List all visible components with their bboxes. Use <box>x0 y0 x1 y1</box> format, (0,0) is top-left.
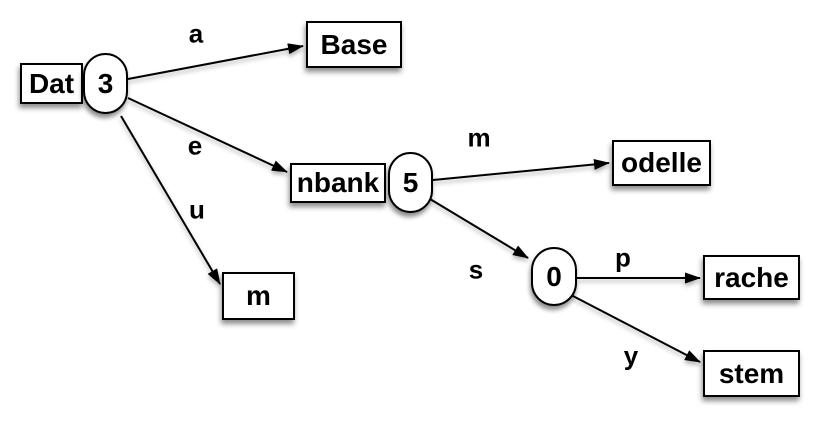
edge-3-nbank-line <box>127 97 288 173</box>
node-stem: stem <box>703 350 800 397</box>
edge-3-base-line <box>127 43 304 80</box>
edge-label-e: e <box>187 130 203 161</box>
edge-label-m: m <box>467 122 491 153</box>
node-rache: rache <box>703 255 800 300</box>
node-m: m <box>222 272 295 320</box>
node-0: 0 <box>531 247 577 306</box>
node-0-label: 0 <box>546 260 562 292</box>
node-nbank: nbank <box>290 163 386 203</box>
node-3-label: 3 <box>97 67 114 99</box>
edge-label-p: p <box>615 242 631 273</box>
edge-label-a: a <box>188 18 204 49</box>
edge-label-y: y <box>623 340 639 371</box>
edge-3-m-line <box>120 115 221 285</box>
edge-label-u: u <box>189 194 205 225</box>
node-dat-label: Dat <box>28 67 75 99</box>
node-odelle: odelle <box>612 140 711 186</box>
edge-5-odelle-line <box>432 158 610 181</box>
node-5: 5 <box>388 152 433 213</box>
node-m-label: m <box>246 280 271 311</box>
edge-5-0-line <box>429 198 529 259</box>
node-stem-label: stem <box>718 357 785 389</box>
node-rache-label: rache <box>714 261 789 293</box>
node-3: 3 <box>83 53 128 114</box>
node-dat: Dat <box>20 63 83 104</box>
node-5-label: 5 <box>402 166 419 198</box>
node-base: Base <box>306 21 402 68</box>
node-base-label: Base <box>320 28 388 60</box>
edge-0-stem-line <box>570 294 701 363</box>
node-odelle-label: odelle <box>621 147 702 178</box>
node-nbank-label: nbank <box>296 167 380 198</box>
edge-label-s: s <box>468 254 484 285</box>
